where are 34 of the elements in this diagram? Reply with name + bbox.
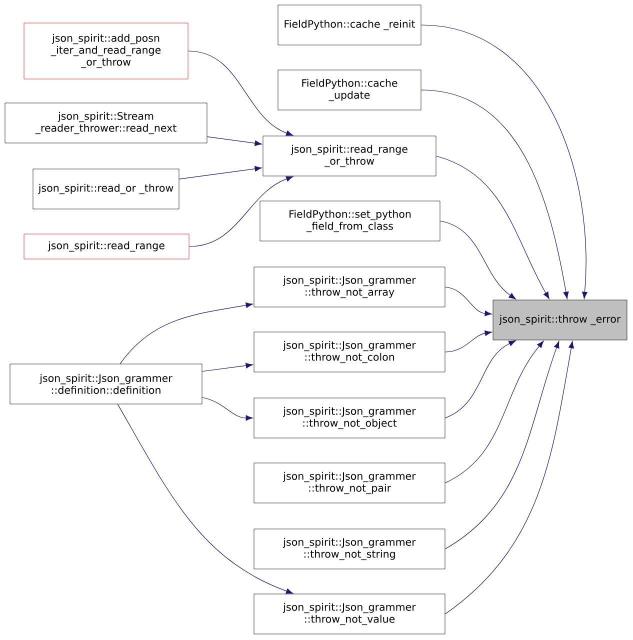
- function-box: json_spirit::Json_grammer ::definition::definition: [10, 364, 202, 404]
- arrow: [120, 302, 253, 364]
- arrow: [202, 362, 253, 372]
- arrow: [420, 90, 569, 299]
- arrow: [178, 166, 262, 180]
- arrow: [444, 286, 492, 316]
- arrow: [206, 136, 262, 146]
- arrow: [444, 341, 560, 550]
- function-box: json_spirit::throw _error: [492, 300, 628, 340]
- function-box: json_spirit::read_or _throw: [32, 168, 180, 210]
- function-box: json_spirit::Json_grammer ::throw_not_pair: [254, 462, 446, 504]
- function-box: json_spirit::Json_grammer ::throw_not_value: [254, 594, 446, 634]
- function-box: json_spirit::Json_grammer ::throw_not_string: [254, 528, 446, 570]
- arrow: [188, 50, 294, 136]
- arrow: [117, 404, 294, 594]
- function-box: FieldPython::cache _update: [278, 70, 422, 110]
- function-box: json_spirit::read_range _or_throw: [262, 136, 436, 176]
- function-box: json_spirit::Json_grammer ::throw_not_object: [254, 398, 446, 438]
- function-box: json_spirit::Json_grammer ::throw_not_colon: [254, 332, 446, 372]
- arrow: [444, 341, 574, 614]
- arrow: [440, 220, 516, 300]
- function-box: FieldPython::cache _reinit: [278, 4, 422, 46]
- arrow: [202, 397, 253, 421]
- arrow: [188, 176, 294, 247]
- arrow: [444, 340, 516, 418]
- function-box: json_spirit::add_posn _iter_and_read_range _or_throw: [24, 22, 188, 80]
- function-box: json_spirit::Json_grammer ::throw_not_array: [254, 266, 446, 308]
- arrow: [436, 156, 550, 300]
- arrow: [420, 24, 588, 299]
- arrow: [444, 340, 544, 484]
- function-box: json_spirit::read_range: [24, 234, 190, 260]
- arrow: [444, 330, 492, 352]
- function-box: json_spirit::Stream _reader_thrower::read_next: [4, 102, 208, 144]
- function-box: FieldPython::set_python _field_from_class: [260, 200, 440, 242]
